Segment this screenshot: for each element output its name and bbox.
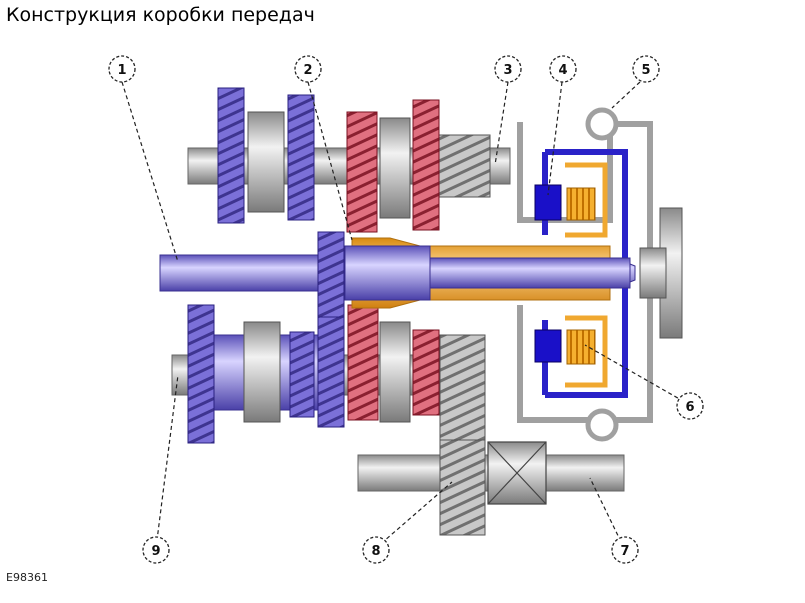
output-bearing [487,441,547,505]
callout-1: 1 [108,55,136,83]
leader-lines [121,81,691,549]
callout-9: 9 [142,536,170,564]
callout-4: 4 [549,55,577,83]
input-shaft-end [429,257,631,289]
lower-grey-synchro-2 [379,321,411,423]
input-shaft-step [344,245,431,301]
callout-3-label: 3 [503,63,512,78]
lower-red-gear-1 [347,304,379,421]
callout-8: 8 [362,536,390,564]
upper-blue-gear-2 [287,94,315,221]
lower-grey-synchro-1 [243,321,281,423]
clutch-piston-lower [534,329,562,363]
callout-7: 7 [611,536,639,564]
lower-blue-gear-2 [289,331,315,418]
lower-blue-gear-1 [187,304,215,444]
callout-5: 5 [632,55,660,83]
callout-5-label: 5 [641,63,650,78]
output-gear-overlay [439,439,486,536]
callout-2-label: 2 [303,63,312,78]
callout-8-label: 8 [371,544,380,559]
upper-grey-synchro-2 [379,117,411,219]
callout-4-label: 4 [558,63,567,78]
diagram-title: Конструкция коробки передач [6,4,315,26]
upper-red-gear-2 [412,99,440,231]
upper-red-gear-1 [346,111,378,233]
lower-red-gear-2 [412,329,440,416]
clutch-disc-pack-upper [566,187,596,221]
callout-3: 3 [494,55,522,83]
callout-6-label: 6 [685,400,694,415]
callout-6: 6 [676,392,704,420]
figure-code: E98361 [6,571,48,584]
clutch-orange-frame [565,162,608,388]
callout-1-label: 1 [117,63,126,78]
upper-blue-gear-1 [217,87,245,224]
callout-2: 2 [294,55,322,83]
flange-hub [639,247,667,299]
upper-grey-synchro-1 [247,111,285,213]
upper-shaft-cone [429,134,491,198]
callout-9-label: 9 [151,544,160,559]
clutch-disc-pack-lower [566,329,596,365]
callout-7-label: 7 [620,544,629,559]
input-blue-gear [317,231,345,318]
clutch-piston-upper [534,184,562,221]
